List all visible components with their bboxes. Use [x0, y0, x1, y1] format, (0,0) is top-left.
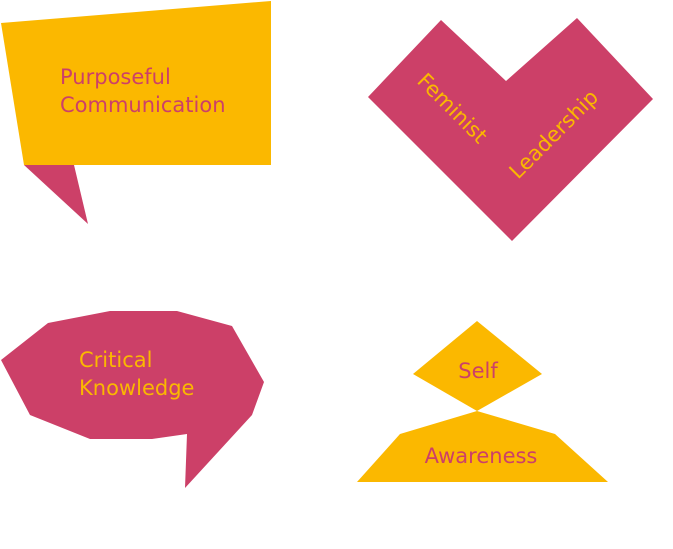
self-label: Self: [458, 359, 498, 383]
feminist-leadership-heart: Feminist Leadership: [368, 18, 653, 241]
awareness-base: [357, 411, 608, 482]
knowledge-label: Knowledge: [79, 376, 194, 400]
awareness-label: Awareness: [425, 444, 538, 468]
purposeful-communication-bubble: Purposeful Communication: [1, 1, 271, 224]
bubble-body: [1, 1, 271, 165]
communication-label: Communication: [60, 93, 226, 117]
self-awareness-shape: Self Awareness: [357, 321, 608, 482]
octagon-bubble: [1, 311, 264, 488]
critical-label: Critical: [79, 348, 152, 372]
purposeful-label: Purposeful: [60, 65, 171, 89]
critical-knowledge-bubble: Critical Knowledge: [1, 311, 264, 488]
heart-shape: [368, 18, 653, 241]
bubble-tail: [24, 165, 88, 224]
self-diamond: [413, 321, 542, 411]
